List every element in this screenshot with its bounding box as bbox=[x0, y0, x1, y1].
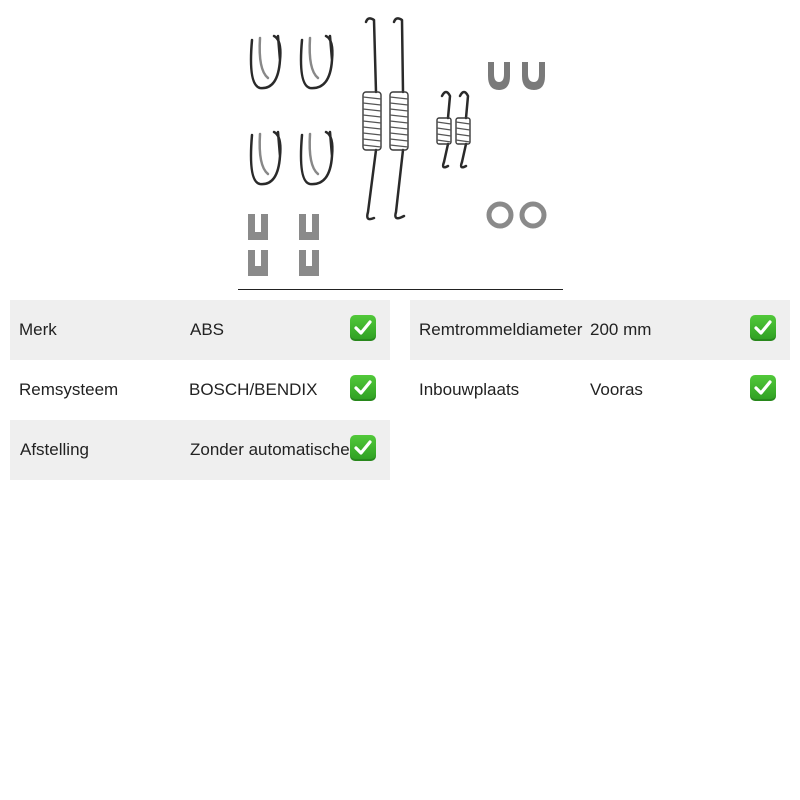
check-mark-button-icon bbox=[350, 315, 376, 341]
brake-kit-image bbox=[248, 17, 547, 276]
spec-row-remtrommeldiameter: Remtrommeldiameter 200 mm bbox=[410, 300, 790, 360]
spec-label: Remtrommeldiameter bbox=[419, 320, 583, 339]
check-mark-button-icon bbox=[750, 375, 776, 401]
spec-row-merk: Merk ABS bbox=[10, 300, 390, 360]
spec-value: Zonder automatische st bbox=[190, 440, 368, 459]
spec-row-afstelling: Afstelling Zonder automatische st bbox=[10, 420, 390, 480]
image-divider bbox=[238, 289, 563, 290]
spec-value: ABS bbox=[190, 320, 225, 339]
spec-row-inbouwplaats: Inbouwplaats Vooras bbox=[410, 360, 790, 420]
spec-value: BOSCH/BENDIX bbox=[189, 380, 318, 399]
spec-value: Vooras bbox=[590, 380, 643, 399]
spec-row-remsysteem: Remsysteem BOSCH/BENDIX bbox=[10, 360, 390, 420]
check-mark-button-icon bbox=[350, 375, 376, 401]
check-mark-button-icon bbox=[350, 435, 376, 461]
spec-label: Inbouwplaats bbox=[419, 380, 520, 399]
spec-label: Afstelling bbox=[20, 440, 89, 459]
spec-label: Remsysteem bbox=[19, 380, 119, 399]
spec-value: 200 mm bbox=[590, 320, 652, 339]
spec-label: Merk bbox=[19, 320, 57, 339]
check-mark-button-icon bbox=[750, 315, 776, 341]
